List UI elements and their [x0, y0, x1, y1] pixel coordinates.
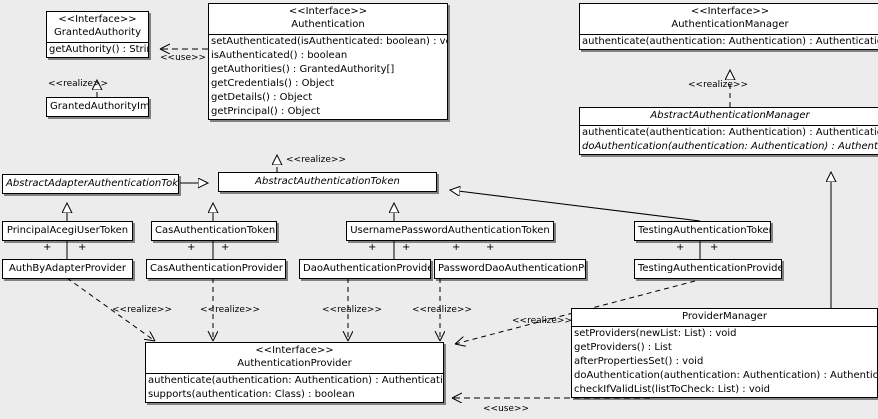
class-dao-authentication-provider[interactable]: DaoAuthenticationProvider — [299, 259, 431, 279]
class-cas-authentication-provider[interactable]: CasAuthenticationProvider — [146, 259, 286, 279]
operation: doAuthentication(authentication: Authent… — [574, 370, 878, 381]
class-name: AbstractAuthenticationToken — [255, 176, 400, 187]
class-name: TestingAuthenticationToken — [638, 225, 771, 236]
operation: setAuthenticated(isAuthenticated: boolea… — [211, 36, 448, 47]
class-abstract-authentication-manager[interactable]: AbstractAuthenticationManager authentica… — [579, 107, 878, 155]
class-header: <<Interface>> Authentication — [209, 4, 447, 34]
edge-label-realize-abstract-authentication-token: <<realize>> — [286, 155, 346, 165]
class-header: ProviderManager — [572, 309, 877, 326]
class-principal-acegi-user-token[interactable]: PrincipalAcegiUserToken — [2, 221, 133, 241]
operations-compartment: authenticate(authentication: Authenticat… — [146, 373, 443, 402]
class-cas-authentication-token[interactable]: CasAuthenticationToken — [151, 221, 277, 241]
class-provider-manager[interactable]: ProviderManager setProviders(newList: Li… — [571, 308, 878, 398]
class-username-password-authentication-token[interactable]: UsernamePasswordAuthenticationToken — [346, 221, 554, 241]
edge-label-realize-granted-authority-impl: <<realize>> — [48, 79, 108, 89]
operation: getDetails() : Object — [211, 92, 313, 103]
operation: authenticate(authentication: Authenticat… — [582, 36, 878, 47]
edge-label-realize-dao-provider: <<realize>> — [322, 305, 382, 315]
operation: checkIfValidList(listToCheck: List) : vo… — [574, 384, 771, 395]
edge-label-realize-abstract-authentication-manager: <<realize>> — [688, 80, 748, 90]
operations-compartment: setProviders(newList: List) : void getPr… — [572, 326, 877, 397]
edge-label-use-provider-manager: <<use>> — [483, 404, 530, 414]
class-header: <<Interface>> AuthenticationProvider — [146, 343, 443, 373]
operation: setProviders(newList: List) : void — [574, 328, 737, 339]
class-name: AbstractAuthenticationManager — [650, 110, 810, 121]
class-authentication-provider[interactable]: <<Interface>> AuthenticationProvider aut… — [145, 342, 444, 403]
operation: authenticate(authentication: Authenticat… — [148, 375, 444, 386]
multiplicity-plus: + — [486, 242, 495, 253]
operation: doAuthentication(authentication: Authent… — [582, 141, 878, 152]
operation: afterPropertiesSet() : void — [574, 356, 704, 367]
class-testing-authentication-token[interactable]: TestingAuthenticationToken — [634, 221, 771, 241]
class-name: Authentication — [291, 19, 365, 30]
class-name: CasAuthenticationToken — [155, 225, 276, 236]
class-authentication[interactable]: <<Interface>> Authentication setAuthenti… — [208, 3, 448, 120]
class-password-dao-authentication-provider[interactable]: PasswordDaoAuthenticationProvider — [434, 259, 586, 279]
class-name: PrincipalAcegiUserToken — [6, 225, 129, 236]
class-name: PasswordDaoAuthenticationProvider — [438, 263, 585, 274]
class-name: GrantedAuthority — [53, 27, 142, 38]
class-name: AuthByAdapterProvider — [8, 263, 127, 274]
multiplicity-plus: + — [452, 242, 461, 253]
operation: supports(authentication: Class) : boolea… — [148, 389, 355, 400]
operations-compartment: authenticate(authentication: Authenticat… — [580, 34, 878, 49]
class-abstract-authentication-token[interactable]: AbstractAuthenticationToken — [218, 172, 437, 192]
operation: authenticate(authentication: Authenticat… — [582, 127, 878, 138]
class-name: TestingAuthenticationProvider — [638, 263, 782, 274]
class-stereotype: <<Interface>> — [58, 14, 137, 25]
class-granted-authority[interactable]: <<Interface>> GrantedAuthority getAuthor… — [46, 11, 149, 58]
class-name: UsernamePasswordAuthenticationToken — [350, 225, 550, 236]
multiplicity-plus: + — [710, 242, 719, 253]
edge-label-realize-auth-by-adapter: <<realize>> — [112, 305, 172, 315]
operation: getCredentials() : Object — [211, 78, 335, 89]
class-name: ProviderManager — [681, 311, 767, 322]
operations-compartment: getAuthority() : String — [47, 42, 148, 57]
class-name: AuthenticationManager — [671, 19, 789, 30]
edge-label-realize-cas-provider: <<realize>> — [200, 305, 260, 315]
class-header: <<Interface>> GrantedAuthority — [47, 12, 148, 42]
class-name: AuthenticationProvider — [237, 358, 352, 369]
class-name: GrantedAuthorityImpl — [50, 101, 149, 112]
edge-label-realize-password-dao-provider: <<realize>> — [412, 305, 472, 315]
operations-compartment: setAuthenticated(isAuthenticated: boolea… — [209, 34, 447, 119]
multiplicity-plus: + — [187, 242, 196, 253]
multiplicity-plus: + — [368, 242, 377, 253]
multiplicity-plus: + — [676, 242, 685, 253]
class-abstract-adapter-authentication-token[interactable]: AbstractAdapterAuthenticationToken — [2, 174, 179, 194]
class-name: CasAuthenticationProvider — [150, 263, 283, 274]
multiplicity-plus: + — [43, 242, 52, 253]
multiplicity-plus: + — [78, 242, 87, 253]
operation: isAuthenticated() : boolean — [211, 50, 348, 61]
class-granted-authority-impl[interactable]: GrantedAuthorityImpl — [46, 97, 149, 117]
class-authentication-manager[interactable]: <<Interface>> AuthenticationManager auth… — [579, 3, 878, 50]
operation: getAuthorities() : GrantedAuthority[] — [211, 64, 395, 75]
class-header: AbstractAuthenticationManager — [580, 108, 878, 125]
class-stereotype: <<Interface>> — [690, 6, 770, 17]
class-name: AbstractAdapterAuthenticationToken — [6, 178, 179, 189]
class-auth-by-adapter-provider[interactable]: AuthByAdapterProvider — [2, 259, 133, 279]
operation: getAuthority() : String — [49, 44, 149, 55]
operations-compartment: authenticate(authentication: Authenticat… — [580, 125, 878, 154]
multiplicity-plus: + — [402, 242, 411, 253]
multiplicity-plus: + — [221, 242, 230, 253]
class-stereotype: <<Interface>> — [288, 6, 368, 17]
class-header: <<Interface>> AuthenticationManager — [580, 4, 878, 34]
class-name: DaoAuthenticationProvider — [303, 263, 431, 274]
class-testing-authentication-provider[interactable]: TestingAuthenticationProvider — [634, 259, 782, 279]
operation: getProviders() : List — [574, 342, 672, 353]
operation: getPrincipal() : Object — [211, 106, 321, 117]
edge-label-use-granted-authority: <<use>> — [160, 53, 207, 63]
edge-label-realize-testing-provider: <<realize>> — [512, 316, 572, 326]
class-stereotype: <<Interface>> — [255, 345, 334, 356]
